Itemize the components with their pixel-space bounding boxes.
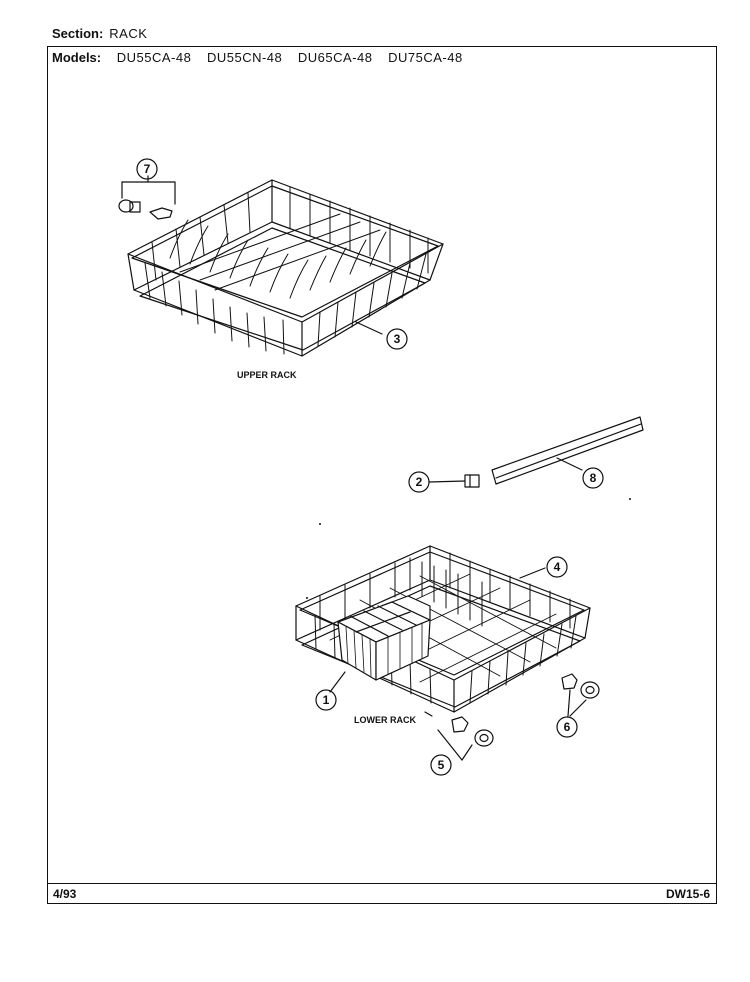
upper-rack-label: UPPER RACK xyxy=(237,370,297,380)
section-label: Section: xyxy=(52,26,104,41)
callout-6: 6 xyxy=(564,720,571,734)
callout-circle-7 xyxy=(136,158,158,180)
callout-5: 5 xyxy=(438,758,445,772)
callout-circle-2 xyxy=(408,471,430,493)
model-du55cn: DU55CN-48 xyxy=(206,50,283,65)
footer-date: 4/93 xyxy=(53,887,77,901)
side-wheel-assembly xyxy=(561,673,600,717)
clip-illustration xyxy=(428,474,480,488)
section-heading: Section: RACK xyxy=(52,26,147,41)
callout-circle-4 xyxy=(546,556,568,578)
callout-7: 7 xyxy=(144,162,151,176)
models-label: Models: xyxy=(52,50,102,65)
footer-divider xyxy=(48,883,716,884)
callout-3: 3 xyxy=(394,332,401,346)
callout-4: 4 xyxy=(554,560,561,574)
callout-8: 8 xyxy=(590,471,597,485)
model-du65ca: DU65CA-48 xyxy=(297,50,373,65)
front-wheel-assembly xyxy=(437,716,494,761)
model-du75ca: DU75CA-48 xyxy=(388,50,463,65)
upper-rack-illustration xyxy=(118,175,444,357)
callout-1: 1 xyxy=(323,693,330,707)
callout-circle-3 xyxy=(386,328,408,350)
footer-page-code: DW15-6 xyxy=(665,887,710,901)
models-heading: Models: DU55CA-48 DU55CN-48 DU65CA-48 DU… xyxy=(52,50,463,65)
callout-circle-5 xyxy=(430,754,452,776)
model-du55ca: DU55CA-48 xyxy=(116,50,192,65)
lower-rack-label: LOWER RACK xyxy=(354,715,416,725)
section-value: RACK xyxy=(109,26,148,41)
callout-circle-6 xyxy=(556,716,578,738)
lower-rack-illustration xyxy=(295,545,591,717)
seal-strip-illustration xyxy=(491,416,644,485)
callout-2: 2 xyxy=(416,475,423,489)
callout-circle-8 xyxy=(582,467,604,489)
diagram-frame: Models: DU55CA-48 DU55CN-48 DU65CA-48 DU… xyxy=(47,46,717,904)
callout-circle-1 xyxy=(315,689,337,711)
